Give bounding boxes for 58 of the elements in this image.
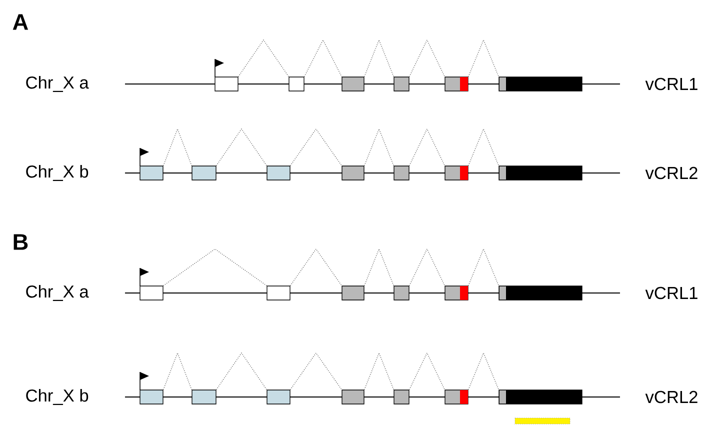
splice-line <box>468 39 499 77</box>
exon-box <box>394 166 410 180</box>
splice-line <box>364 39 394 77</box>
splice-line <box>364 248 394 286</box>
splice-line <box>163 128 192 166</box>
splice-line <box>216 128 267 166</box>
splice-line <box>364 352 394 390</box>
exon-box <box>140 390 164 404</box>
exon-box <box>342 286 364 300</box>
gene-label: Chr_X a <box>26 76 89 92</box>
splice-line <box>290 128 342 166</box>
splice-line <box>290 248 342 286</box>
splice-line <box>409 39 445 77</box>
splice-line <box>364 128 394 166</box>
exon-box <box>444 166 468 180</box>
exon-box <box>342 390 364 404</box>
splice-line <box>468 352 499 390</box>
splice-line <box>238 39 289 77</box>
exon-box <box>266 390 290 404</box>
exon-box <box>498 166 582 180</box>
gene-label: Chr_X a <box>26 284 89 301</box>
exon-box <box>394 76 410 92</box>
exon-box <box>192 390 216 404</box>
splice-line <box>468 248 499 286</box>
exon-box <box>444 286 468 300</box>
exon-box <box>192 166 216 180</box>
transcript-label: vCRL1 <box>645 286 698 300</box>
exon-box <box>288 76 304 92</box>
exon-box <box>444 390 468 404</box>
exon-box <box>342 166 364 180</box>
exon-box <box>266 166 290 180</box>
exon-box <box>140 286 164 300</box>
exon-box <box>498 286 582 300</box>
exon-box <box>394 286 410 300</box>
exon-box <box>498 390 582 404</box>
transcript-label: vCRL1 <box>645 78 698 90</box>
exon-box <box>140 166 164 180</box>
splice-line <box>290 352 342 390</box>
splice-line <box>163 352 192 390</box>
panel-letter: B <box>14 234 28 250</box>
transcript-label: vCRL2 <box>645 390 698 404</box>
exon-box <box>498 76 582 92</box>
splice-line <box>163 248 267 286</box>
splice-line <box>409 128 445 166</box>
gene-label: Chr_X b <box>26 164 88 181</box>
splice-line <box>409 352 445 390</box>
splice-line <box>216 352 267 390</box>
exon-box <box>214 76 238 92</box>
gene-label: Chr_X b <box>26 388 88 405</box>
exon-box <box>342 76 364 92</box>
exon-box <box>394 390 410 404</box>
splice-line <box>304 39 342 77</box>
splice-line <box>409 248 445 286</box>
exon-box <box>444 76 468 92</box>
exon-box <box>266 286 290 300</box>
transcript-label: vCRL2 <box>645 166 698 180</box>
panel-letter: A <box>12 14 28 30</box>
splice-line <box>468 128 499 166</box>
